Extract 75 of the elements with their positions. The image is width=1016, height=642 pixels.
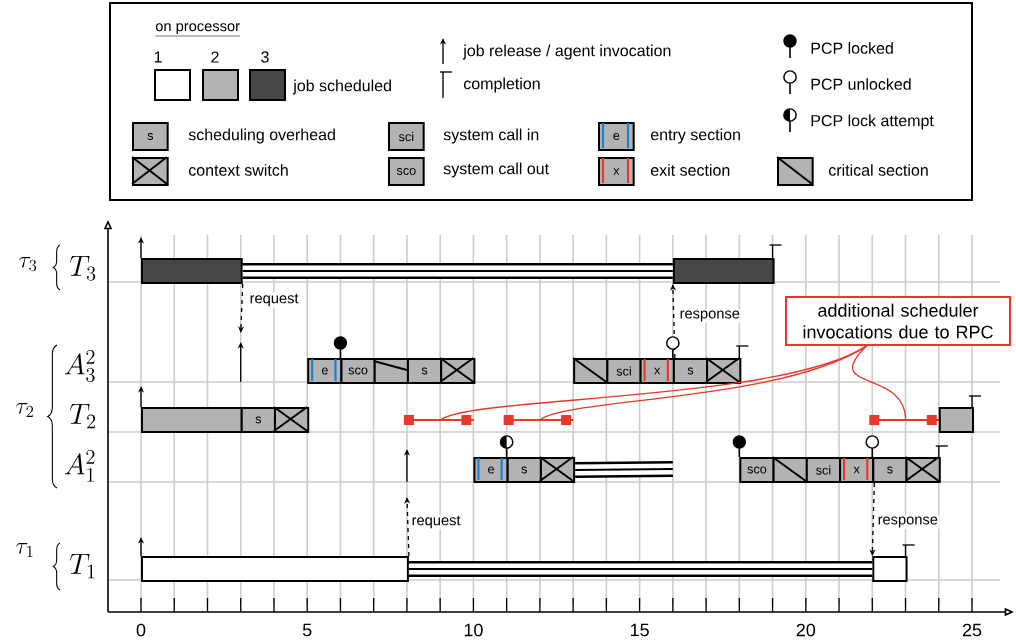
job-bar	[872, 556, 908, 582]
segment-box: s	[872, 457, 908, 483]
edge-label: request	[248, 292, 300, 308]
task-label: $\tau_{3}$	[19, 257, 37, 272]
processor-number: 1	[154, 51, 162, 63]
segment-box: x	[639, 358, 675, 384]
legend-text: scheduling overhead	[188, 128, 335, 144]
legend-sample: e	[598, 122, 635, 151]
segment-box: s	[506, 457, 542, 483]
triple-line	[242, 263, 673, 279]
edge-label: response	[678, 309, 742, 323]
legend-text: exit section	[650, 164, 730, 176]
crossed-box	[904, 456, 941, 483]
job-bar	[141, 556, 409, 582]
processor-number: 2	[211, 51, 219, 63]
legend-text: system call in	[443, 128, 539, 144]
segment-box: sco	[340, 358, 376, 384]
processor-heading: on processor	[155, 23, 241, 37]
marker-line	[869, 415, 940, 425]
legend-sample: sco	[388, 157, 425, 186]
task-label: $\tau_{1}$	[16, 543, 33, 557]
job-label: $T_{2}$	[69, 403, 96, 429]
tick-label: 10	[464, 623, 483, 637]
diagonal-box	[771, 456, 808, 483]
segment-box: e	[307, 358, 343, 384]
legend-text: job release / agent invocation	[462, 44, 671, 60]
legend-text: PCP lock attempt	[811, 114, 934, 130]
segment-box: sci	[805, 457, 842, 483]
leader-line	[539, 345, 868, 421]
crossed-box	[272, 406, 310, 433]
legend-sample: s	[132, 122, 169, 151]
leader-line	[852, 345, 907, 421]
legend-sample: sci	[388, 122, 425, 151]
segment-box: s	[672, 358, 709, 384]
job-label: $A_{3}^{2}$	[64, 350, 95, 382]
job-label: $T_{1}$	[69, 553, 95, 579]
job-label: $A_{1}^{2}$	[64, 450, 95, 482]
job-bar	[938, 407, 974, 433]
tick-label: 15	[631, 623, 649, 637]
segment-box: s	[240, 407, 276, 433]
marker-line	[403, 415, 474, 425]
segment-box: s	[406, 358, 443, 384]
diagonal-box	[372, 358, 409, 384]
triple-line	[408, 561, 873, 577]
crossed-box	[439, 357, 476, 384]
edge-label: request	[410, 514, 462, 530]
processor-number: 3	[261, 51, 269, 63]
diagonal-box	[572, 357, 609, 384]
legend-text: PCP locked	[811, 42, 893, 54]
job-label: $T_{3}$	[69, 255, 96, 281]
legend-text: entry section	[650, 128, 740, 144]
edge-label: response	[876, 515, 940, 529]
legend-text: system call out	[443, 162, 549, 178]
marker-line	[503, 415, 574, 425]
crossed-box	[538, 456, 576, 483]
tick-label: 5	[302, 623, 312, 637]
legend-text: job scheduled	[292, 79, 391, 95]
legend-text: context switch	[188, 164, 288, 176]
tick-label: 20	[796, 623, 816, 637]
job-bar	[141, 258, 243, 284]
callout-box: additional scheduler invocations due to RPC	[785, 295, 1011, 347]
segment-box: e	[473, 457, 509, 483]
segment-box: x	[839, 457, 875, 483]
segment-box: sci	[606, 358, 642, 384]
crossed-box	[705, 357, 742, 384]
tick-label: 0	[136, 623, 146, 637]
legend-text: PCP unlocked	[811, 78, 911, 90]
job-bar	[672, 258, 775, 284]
task-label: $\tau_{2}$	[16, 403, 34, 417]
legend-text: critical section	[828, 164, 928, 176]
segment-box: sco	[739, 457, 775, 483]
legend-sample: x	[598, 157, 635, 186]
legend-text: completion	[463, 77, 540, 93]
tick-label: 25	[962, 623, 982, 637]
triple-line	[575, 461, 673, 478]
